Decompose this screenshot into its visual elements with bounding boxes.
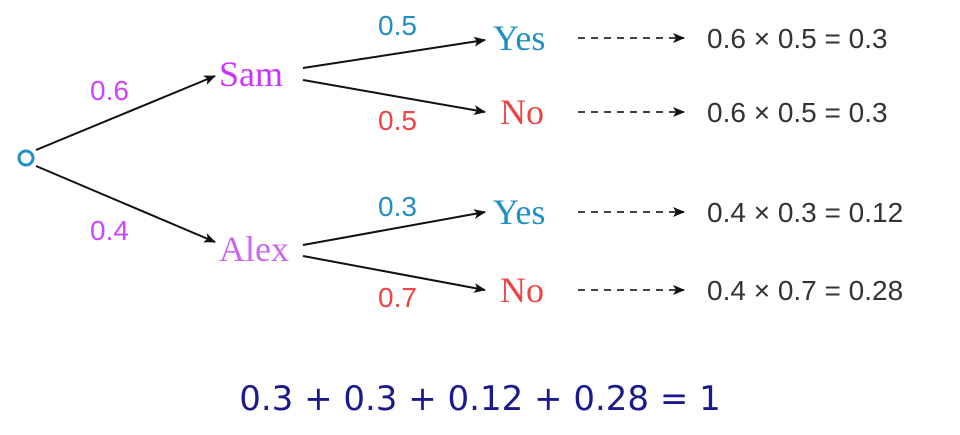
calc-alex-no: 0.4 × 0.7 = 0.28: [707, 275, 903, 306]
node-sam-yes: Yes: [493, 18, 545, 58]
edge-root-alex: [35, 165, 216, 243]
node-alex-no: No: [500, 270, 544, 310]
total-equation: 0.3 + 0.3 + 0.12 + 0.28 = 1: [239, 379, 721, 419]
prob-alex-no: 0.7: [378, 282, 417, 313]
edge-alex-yes: [302, 209, 486, 246]
prob-alex: 0.4: [90, 215, 129, 246]
edge-root-sam: [35, 75, 216, 151]
node-sam: Sam: [219, 54, 283, 94]
calc-sam-no: 0.6 × 0.5 = 0.3: [707, 97, 888, 128]
prob-alex-yes: 0.3: [378, 191, 417, 222]
calc-sam-yes: 0.6 × 0.5 = 0.3: [707, 23, 888, 54]
edge-sam-yes: [302, 36, 486, 69]
root-circle-icon: [17, 149, 35, 167]
calc-alex-yes: 0.4 × 0.3 = 0.12: [707, 197, 903, 228]
edge-sam-no: [302, 79, 486, 116]
prob-sam-no: 0.5: [378, 105, 417, 136]
prob-sam-yes: 0.5: [378, 10, 417, 41]
node-sam-no: No: [500, 92, 544, 132]
node-alex-yes: Yes: [493, 192, 545, 232]
edge-alex-no: [302, 255, 486, 293]
node-alex: Alex: [219, 229, 289, 269]
prob-sam: 0.6: [90, 75, 129, 106]
